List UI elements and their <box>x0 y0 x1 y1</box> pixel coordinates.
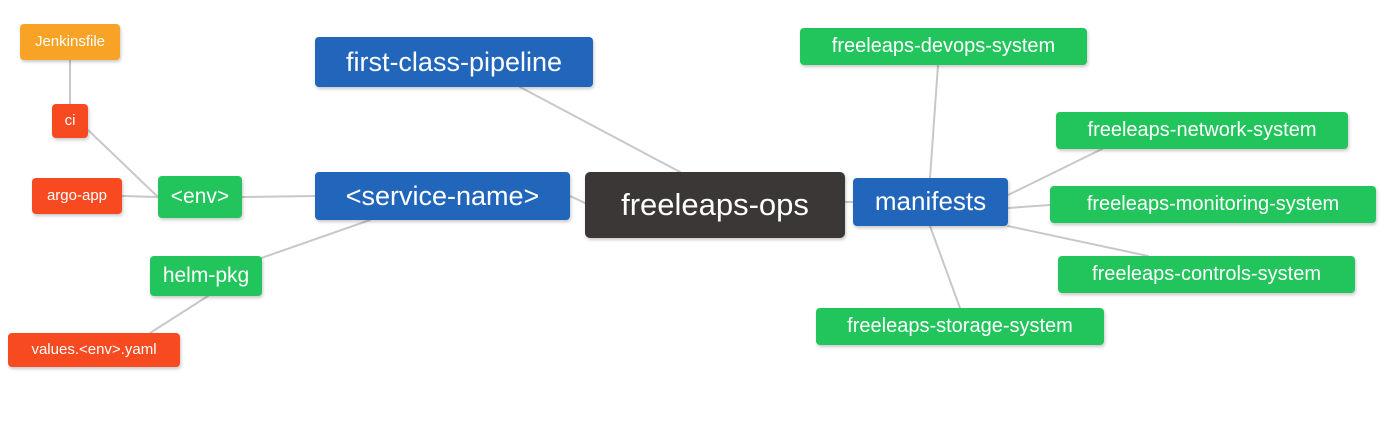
edge-service-name-to-freeleaps-ops <box>569 195 586 204</box>
node-devops-system[interactable]: freeleaps-devops-system <box>800 28 1087 65</box>
node-helm-pkg[interactable]: helm-pkg <box>150 256 262 296</box>
node-manifests[interactable]: manifests <box>853 178 1008 226</box>
edge-manifests-to-monitoring-system <box>1007 204 1051 209</box>
edge-manifests-to-devops-system <box>929 64 939 179</box>
edge-values-env-yaml-to-helm-pkg <box>149 295 209 334</box>
node-argo-app[interactable]: argo-app <box>32 178 122 214</box>
node-label: freeleaps-storage-system <box>847 315 1073 337</box>
node-jenkinsfile[interactable]: Jenkinsfile <box>20 24 120 60</box>
edge-manifests-to-controls-system <box>1007 225 1149 257</box>
node-env[interactable]: <env> <box>158 176 242 218</box>
node-first-class-pipeline[interactable]: first-class-pipeline <box>315 37 593 87</box>
edge-first-class-pipeline-to-freeleaps-ops <box>519 86 681 173</box>
node-label: freeleaps-devops-system <box>831 35 1056 57</box>
node-values-env-yaml[interactable]: values.<env>.yaml <box>8 333 180 367</box>
node-ci[interactable]: ci <box>52 104 88 138</box>
node-label: argo-app <box>46 187 108 205</box>
edge-manifests-to-storage-system <box>929 225 961 309</box>
edge-argo-app-to-env <box>121 195 159 198</box>
node-label: freeleaps-ops <box>621 186 809 222</box>
node-monitoring-system[interactable]: freeleaps-monitoring-system <box>1050 186 1376 223</box>
node-label: first-class-pipeline <box>345 46 563 77</box>
node-label: helm-pkg <box>162 263 250 287</box>
node-freeleaps-ops[interactable]: freeleaps-ops <box>585 172 845 238</box>
node-label: <service-name> <box>345 180 540 211</box>
node-label: manifests <box>874 186 987 217</box>
edge-helm-pkg-to-service-name <box>249 219 371 263</box>
node-storage-system[interactable]: freeleaps-storage-system <box>816 308 1104 345</box>
node-label: freeleaps-monitoring-system <box>1086 193 1340 215</box>
node-network-system[interactable]: freeleaps-network-system <box>1056 112 1348 149</box>
node-label: Jenkinsfile <box>34 33 106 51</box>
node-controls-system[interactable]: freeleaps-controls-system <box>1058 256 1355 293</box>
edge-env-to-service-name <box>241 195 316 198</box>
node-label: ci <box>64 112 76 130</box>
node-label: values.<env>.yaml <box>31 341 157 359</box>
node-label: <env> <box>170 184 230 208</box>
node-service-name[interactable]: <service-name> <box>315 172 570 220</box>
node-label: freeleaps-network-system <box>1087 119 1317 141</box>
node-label: freeleaps-controls-system <box>1092 263 1321 285</box>
